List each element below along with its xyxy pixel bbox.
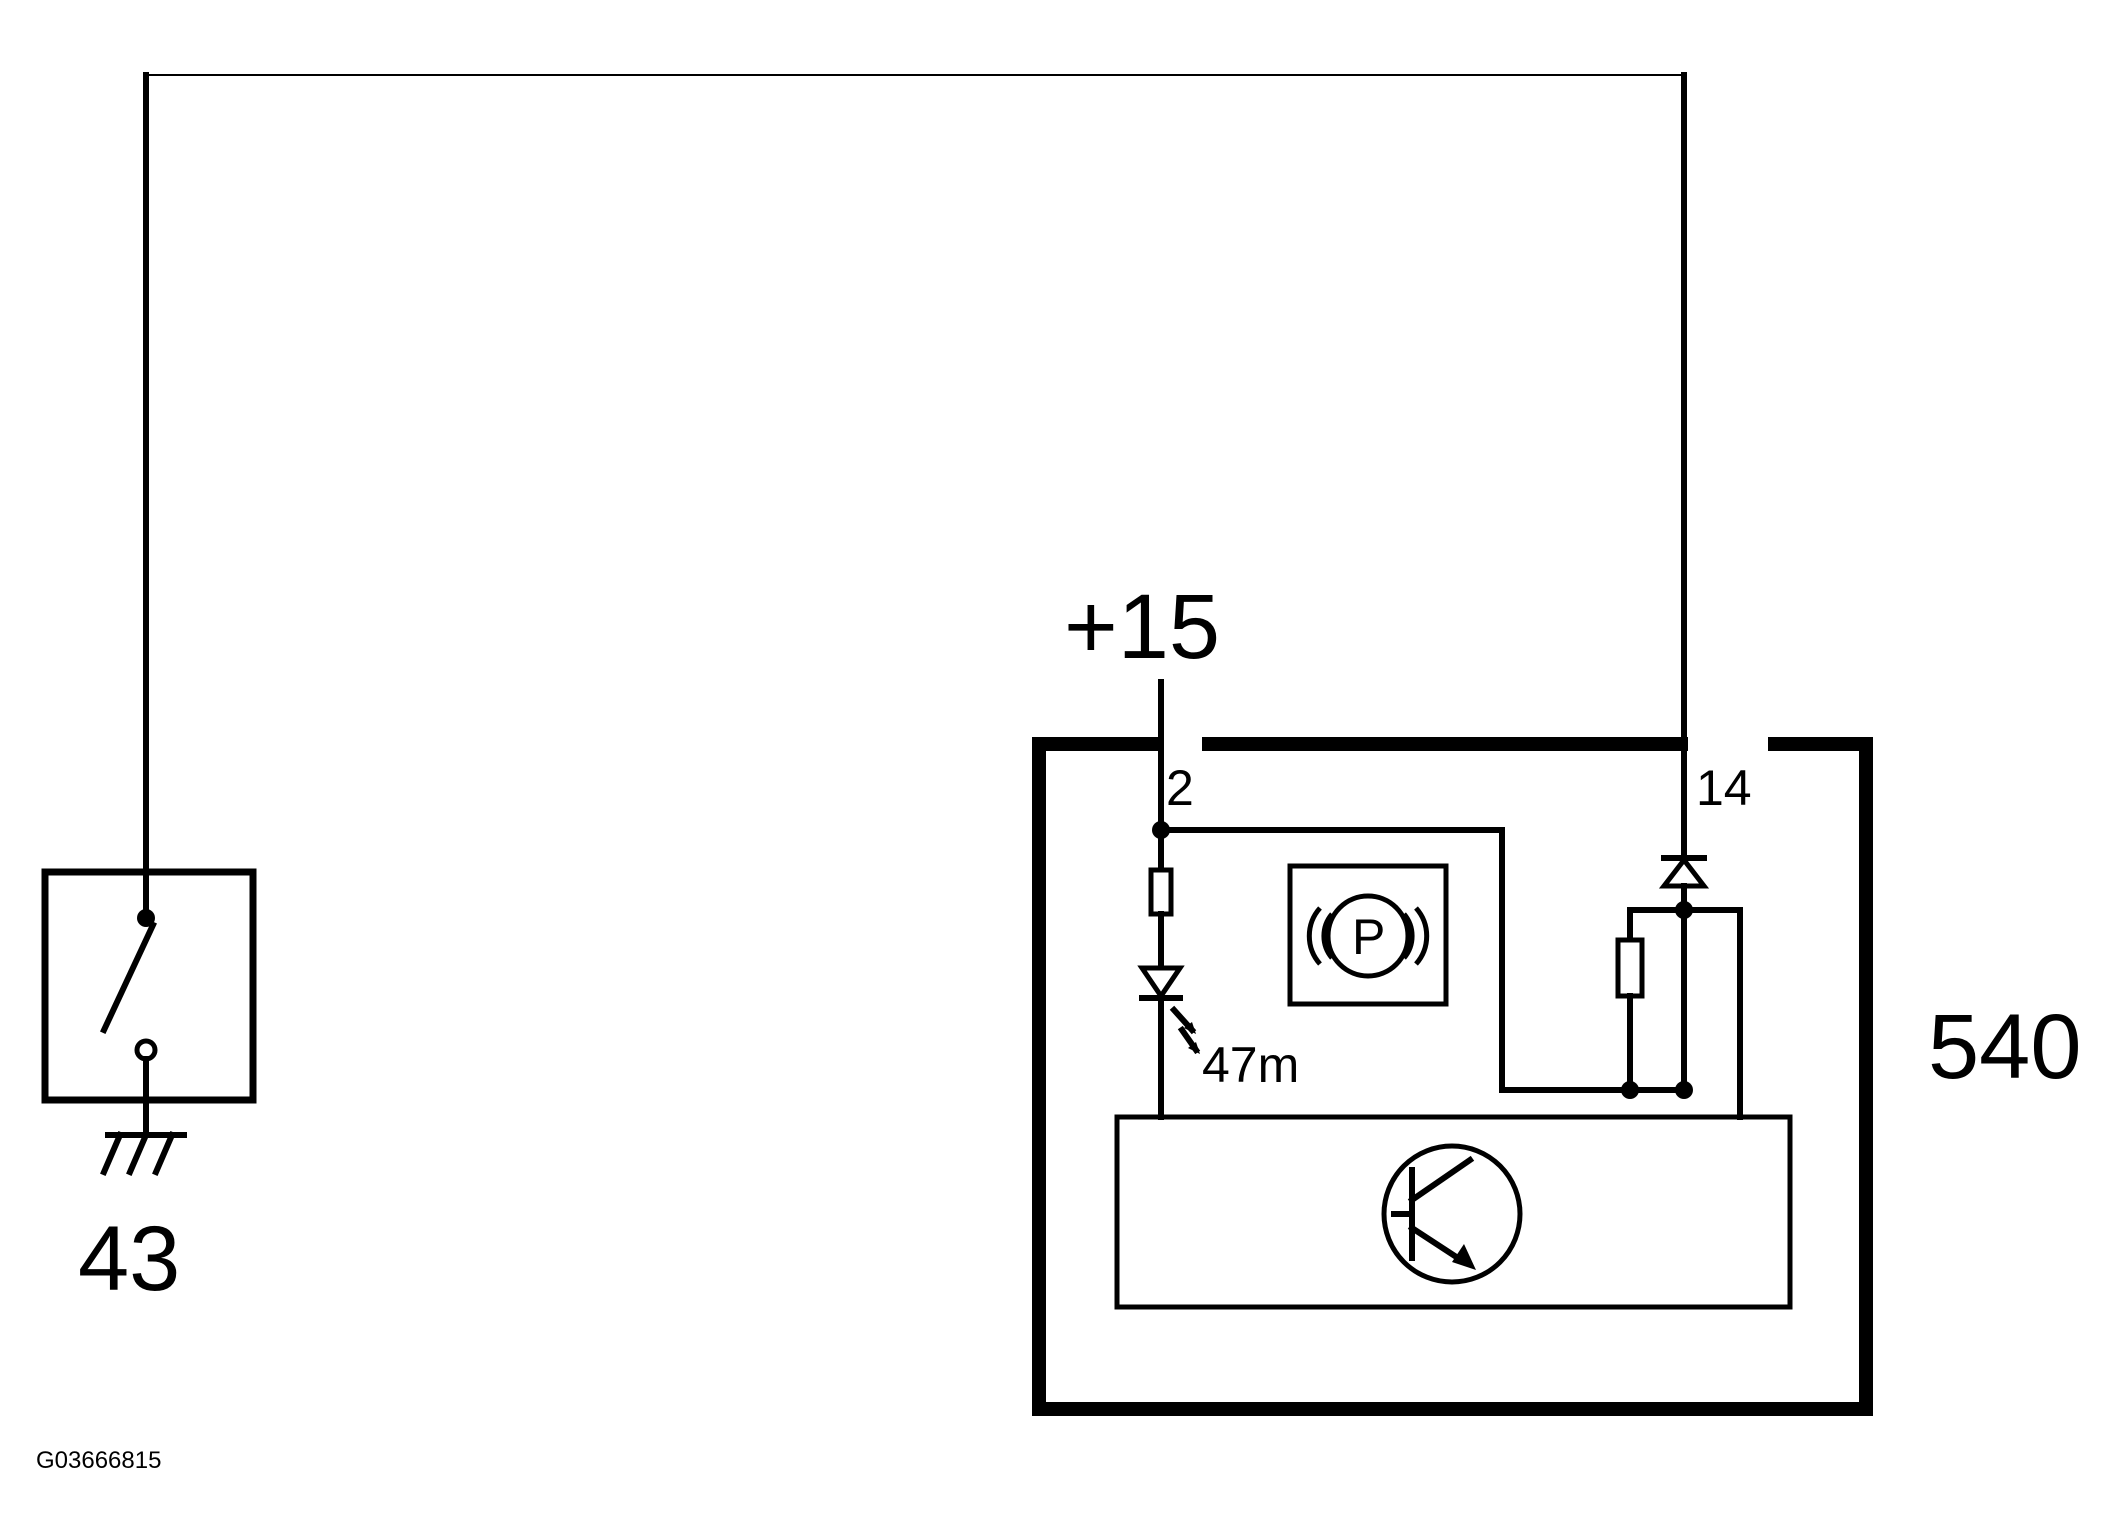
switch-id-label: 43 xyxy=(78,1208,180,1310)
led-branch: 47m xyxy=(1137,742,1505,1120)
pin-2-label: 2 xyxy=(1166,760,1194,816)
diode-icon xyxy=(1658,855,1710,889)
pin-14-label: 14 xyxy=(1696,760,1752,816)
switch-43: 43 xyxy=(41,867,257,1310)
resistor-right xyxy=(1615,937,1645,999)
resistor-left xyxy=(1148,867,1174,917)
led-icon xyxy=(1137,965,1201,1055)
ground-icon xyxy=(100,1097,187,1176)
module-id-label: 540 xyxy=(1928,996,2082,1098)
top-loop-wire xyxy=(143,72,1687,923)
led-ref-label: 47m xyxy=(1202,1037,1299,1093)
module-540: 540 xyxy=(1032,734,2082,1416)
switch-icon xyxy=(100,867,158,1103)
diode-branch xyxy=(1499,742,1743,1120)
supply-label: +15 xyxy=(1064,576,1220,678)
figure-code-label: G03666815 xyxy=(36,1447,161,1474)
pin-left-gap xyxy=(1164,734,1202,754)
pin-right-gap xyxy=(1688,734,1768,754)
npn-transistor-icon xyxy=(1381,1143,1523,1285)
junction-dot xyxy=(1621,1081,1639,1099)
parking-brake-letter: P xyxy=(1352,909,1385,965)
supply-plus15: +15 xyxy=(1064,576,1220,748)
parking-brake-warning-icon: P xyxy=(1287,863,1449,1007)
junction-dot xyxy=(1675,1081,1693,1099)
transistor-block xyxy=(1114,1114,1793,1310)
